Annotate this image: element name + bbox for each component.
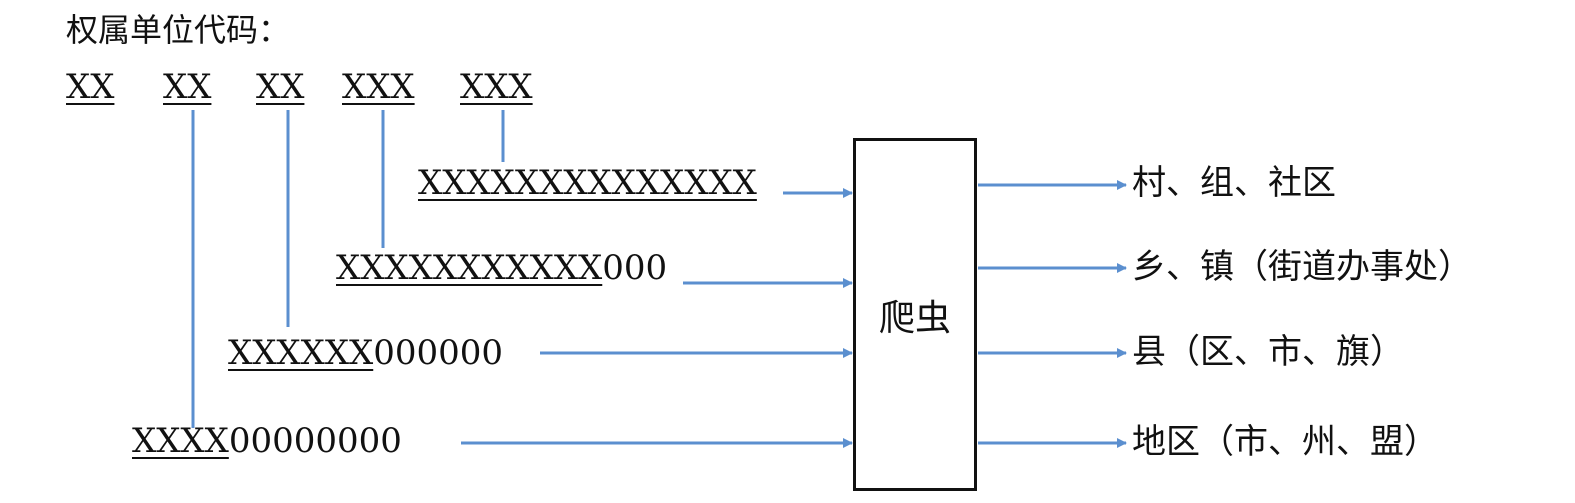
- code-county-zeros: 000000: [373, 333, 504, 373]
- code-county: XXXXXX000000: [228, 336, 503, 370]
- code-township-zeros: 000: [602, 248, 668, 288]
- code-segment-3: XX: [256, 67, 305, 107]
- diagram-title: 权属单位代码：: [66, 11, 291, 49]
- output-township-level: 乡、镇（街道办事处）: [1132, 247, 1472, 287]
- output-prefecture-level: 地区（市、州、盟）: [1132, 422, 1438, 462]
- code-village-digits: XXXXXXXXXXXXXX: [418, 163, 757, 203]
- code-prefecture: XXXX00000000: [132, 424, 402, 458]
- crawler-box: 爬虫: [853, 138, 977, 491]
- output-village-level: 村、组、社区: [1132, 163, 1336, 203]
- code-prefecture-digits: XXXX: [132, 421, 229, 461]
- code-segment-1: XX: [66, 67, 115, 107]
- code-county-digits: XXXXXX: [228, 333, 374, 373]
- code-segment-2: XX: [163, 67, 212, 107]
- output-county-level: 县（区、市、旗）: [1132, 332, 1404, 372]
- code-prefecture-zeros: 00000000: [228, 421, 402, 461]
- code-township: XXXXXXXXXXX000: [336, 251, 667, 285]
- code-segment-5: XXX: [460, 67, 533, 107]
- code-segment-4: XXX: [342, 67, 415, 107]
- crawler-label: 爬虫: [878, 297, 951, 339]
- code-village: XXXXXXXXXXXXXX: [418, 166, 757, 200]
- code-township-digits: XXXXXXXXXXX: [336, 248, 603, 288]
